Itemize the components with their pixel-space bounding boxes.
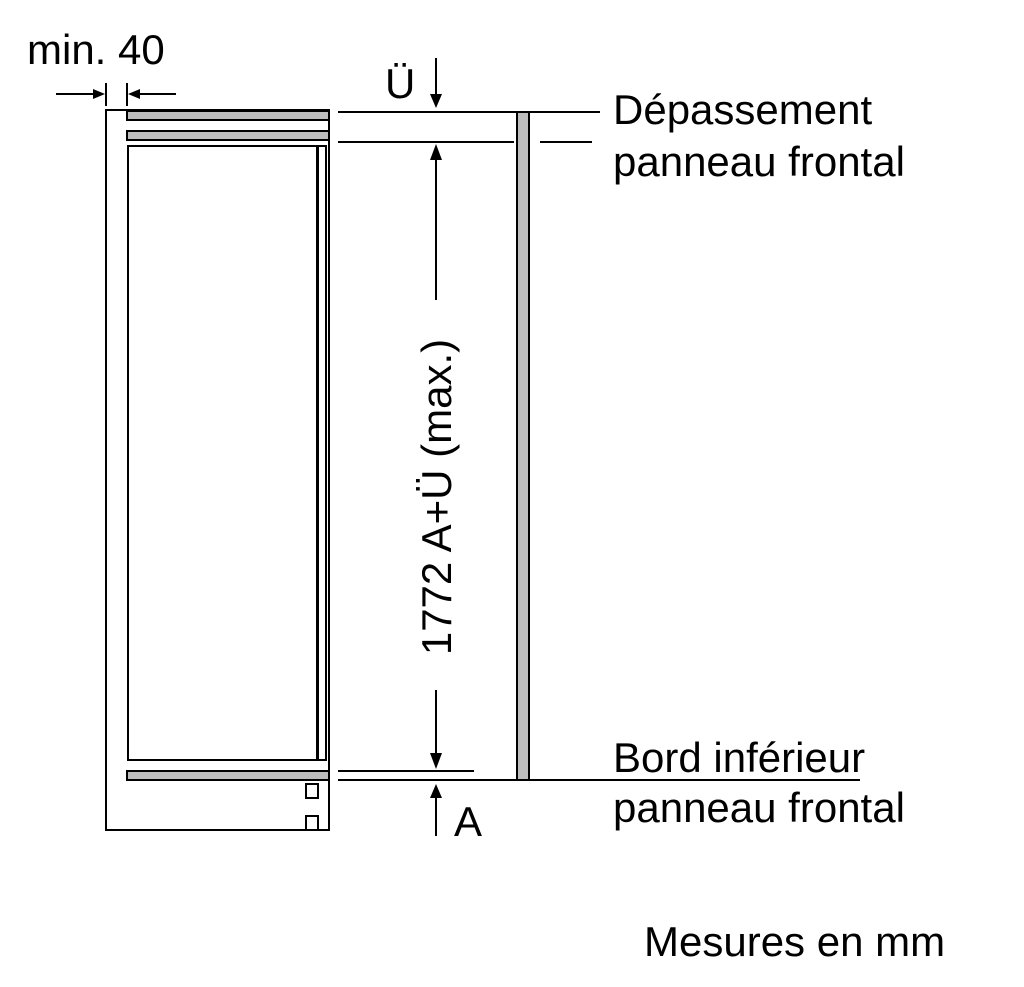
height-arrow-top-head — [430, 144, 442, 160]
foot-upper — [305, 783, 319, 799]
height-arrow-bottom-head — [430, 753, 442, 769]
appliance-door — [127, 145, 318, 761]
bottom-arrow-head — [430, 784, 442, 798]
overhang-title-line1: Dépassement — [613, 86, 872, 133]
bottom-title-line2: panneau frontal — [613, 784, 905, 831]
foot-lower — [305, 815, 319, 831]
front-panel — [516, 111, 530, 781]
overhang-symbol: Ü — [385, 60, 415, 107]
bottom-title-line1: Bord inférieur — [613, 734, 865, 781]
min-gap-arrow-left-head — [93, 89, 105, 99]
top-rail-upper — [126, 110, 330, 121]
units-note: Mesures en mm — [644, 918, 945, 965]
bottom-symbol: A — [454, 798, 482, 845]
height-dimension-label: 1772 A+Ü (max.) — [413, 339, 460, 655]
top-rail-lower — [126, 130, 330, 141]
min-gap-arrow-right-head — [128, 89, 140, 99]
min-gap-label: min. 40 — [27, 26, 165, 73]
appliance-side-strip — [317, 145, 327, 761]
overhang-arrow-head — [430, 94, 442, 108]
niche-outline — [105, 109, 330, 831]
overhang-title-line2: panneau frontal — [613, 138, 905, 185]
bottom-rail — [126, 770, 330, 781]
